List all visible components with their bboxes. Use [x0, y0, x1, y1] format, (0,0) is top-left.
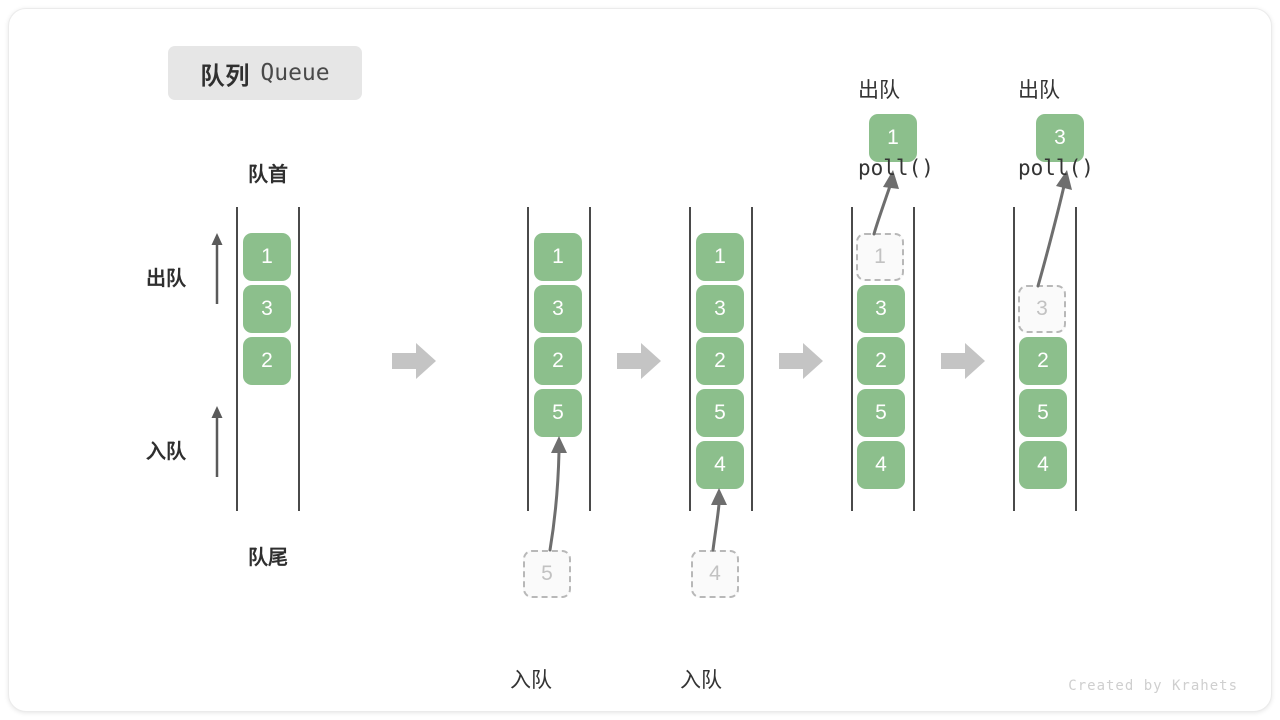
operation-cn: 出队 — [1018, 79, 1060, 103]
queue-rail-right-2 — [589, 207, 591, 511]
queue-cell: 5 — [857, 389, 905, 437]
queue-cell: 1 — [696, 233, 744, 281]
queue-cell: 2 — [696, 337, 744, 385]
queue-cell: 4 — [1019, 441, 1067, 489]
queue-cell: 5 — [534, 389, 582, 437]
queue-cell: 5 — [696, 389, 744, 437]
queue-cell: 4 — [857, 441, 905, 489]
queue-cell: 3 — [696, 285, 744, 333]
operation-label-offer-5: 入队 offer(5) — [510, 620, 611, 720]
queue-cell: 2 — [534, 337, 582, 385]
queue-cell: 2 — [1019, 337, 1067, 385]
queue-tail-label: 队尾 — [248, 547, 288, 569]
incoming-ghost-cell: 5 — [523, 550, 571, 598]
outgoing-cell: 1 — [869, 114, 917, 162]
queue-rail-left-4 — [851, 207, 853, 511]
queue-cell: 1 — [534, 233, 582, 281]
incoming-ghost-cell: 4 — [691, 550, 739, 598]
operation-label-poll-1: 出队 poll() — [858, 30, 934, 230]
dequeue-direction-label: 出队 — [146, 268, 186, 290]
queue-rail-right-3 — [751, 207, 753, 511]
queue-rail-right-1 — [298, 207, 300, 511]
queue-cell: 3 — [243, 285, 291, 333]
queue-rail-left-3 — [689, 207, 691, 511]
queue-cell-ghost: 1 — [856, 233, 904, 281]
queue-rail-left-2 — [527, 207, 529, 511]
queue-cell: 2 — [857, 337, 905, 385]
queue-cell: 4 — [696, 441, 744, 489]
queue-rail-left-5 — [1013, 207, 1015, 511]
enqueue-up-arrow-icon — [211, 406, 223, 477]
dequeue-up-arrow-icon — [211, 233, 223, 304]
queue-cell: 3 — [534, 285, 582, 333]
queue-rail-left-1 — [236, 207, 238, 511]
title-badge: 队列 Queue — [168, 46, 362, 100]
enqueue-direction-label: 入队 — [146, 441, 186, 463]
flow-arrow-right-icon — [617, 343, 661, 379]
flow-arrow-right-icon — [779, 343, 823, 379]
operation-cn: 出队 — [858, 79, 900, 103]
queue-rail-right-5 — [1075, 207, 1077, 511]
queue-cell: 3 — [857, 285, 905, 333]
flow-arrow-right-icon — [392, 343, 436, 379]
queue-cell-ghost: 3 — [1018, 285, 1066, 333]
queue-cell: 1 — [243, 233, 291, 281]
operation-cn: 入队 — [510, 669, 552, 693]
queue-cell: 5 — [1019, 389, 1067, 437]
operation-label-poll-3: 出队 poll() — [1018, 30, 1094, 230]
title-en: Queue — [260, 60, 330, 86]
operation-label-offer-4: 入队 offer(4) — [680, 620, 781, 720]
queue-rail-right-4 — [913, 207, 915, 511]
operation-code: poll() — [1018, 156, 1094, 181]
queue-head-label: 队首 — [248, 164, 288, 186]
operation-cn: 入队 — [680, 669, 722, 693]
queue-cell: 2 — [243, 337, 291, 385]
operation-code: poll() — [858, 156, 934, 181]
flow-arrow-right-icon — [941, 343, 985, 379]
outgoing-cell: 3 — [1036, 114, 1084, 162]
title-cn: 队列 — [200, 62, 251, 90]
watermark: Created by Krahets — [1068, 678, 1238, 694]
